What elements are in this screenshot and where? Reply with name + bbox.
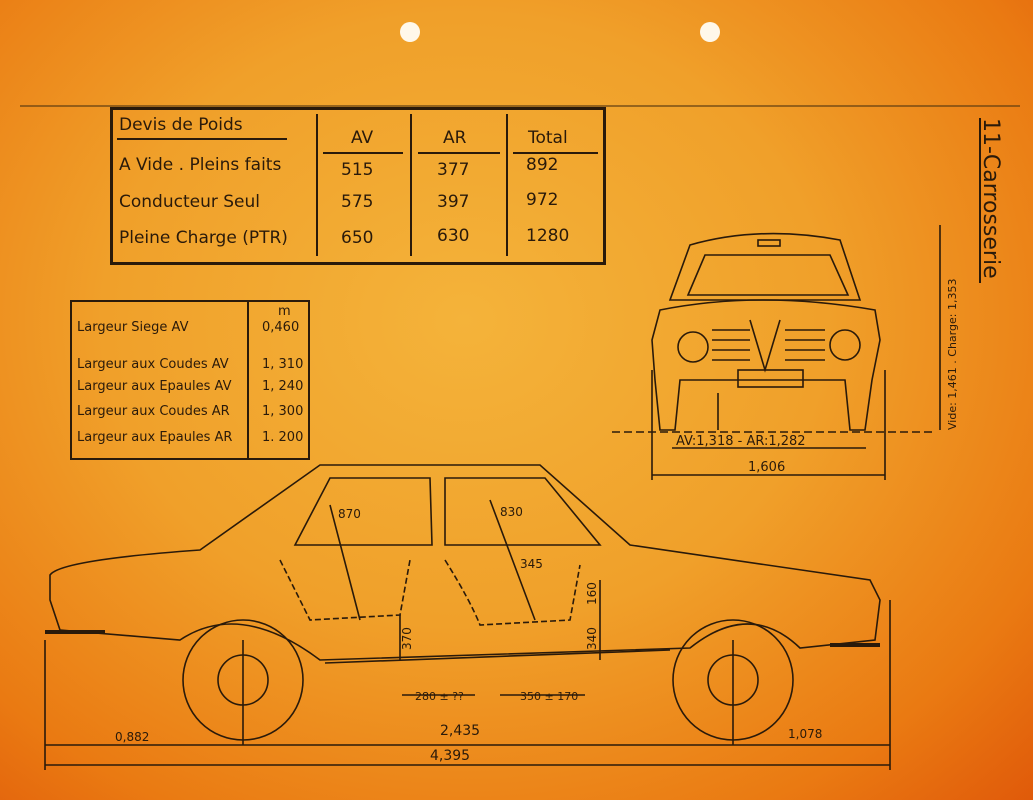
front-dimension-lines [651, 225, 941, 480]
front-seat-height: 370 [400, 627, 414, 650]
unit-label: m [278, 304, 291, 319]
row-label: Largeur aux Epaules AR [77, 430, 233, 445]
punch-hole [400, 22, 420, 42]
value-av: 515 [341, 160, 374, 180]
weight-table: Devis de Poids AV AR Total A Vide . Plei… [110, 107, 606, 265]
row-value: 1, 300 [262, 404, 304, 419]
col-av: AV [351, 128, 374, 148]
row-label: Pleine Charge (PTR) [119, 228, 288, 248]
value-total: 1280 [526, 226, 570, 246]
col-ar: AR [443, 128, 467, 148]
row-value: 1. 200 [262, 430, 304, 445]
height-dimension: Vide: 1,461 . Charge: 1,353 [946, 278, 959, 430]
value-ar: 397 [437, 192, 470, 212]
overall-width-dimension: 1,606 [748, 460, 786, 475]
row-label: Largeur Siege AV [77, 320, 189, 335]
value-ar: 630 [437, 226, 470, 246]
overall-length: 4,395 [430, 748, 471, 764]
row-label: Largeur aux Coudes AR [77, 404, 230, 419]
rear-overhang: 1,078 [788, 727, 823, 741]
front-adjust: 280 ± ?? [415, 690, 464, 703]
row-value: 1, 310 [262, 357, 304, 372]
value-av: 650 [341, 228, 374, 248]
wheelbase: 2,435 [440, 723, 481, 739]
front-headroom: 870 [338, 507, 361, 521]
value-ar: 377 [437, 160, 470, 180]
value-total: 892 [526, 155, 559, 175]
row-label: Largeur aux Epaules AV [77, 379, 232, 394]
rear-adjust: 350 ± 170 [520, 690, 579, 703]
weight-table-title: Devis de Poids [119, 115, 243, 135]
row-label: A Vide . Pleins faits [119, 155, 282, 175]
front-view-car [612, 232, 935, 433]
side-dimension-lines [44, 600, 891, 770]
rear-back-height: 160 [585, 582, 599, 605]
row-value: 1, 240 [262, 379, 304, 394]
rear-headroom: 830 [500, 505, 523, 519]
track-dimension: AV:1,318 - AR:1,282 [676, 434, 806, 449]
row-value: 0,460 [262, 320, 300, 335]
title-underline [979, 118, 981, 283]
side-view-car [45, 464, 881, 745]
value-av: 575 [341, 192, 374, 212]
row-label: Conducteur Seul [119, 192, 260, 212]
col-total: Total [528, 128, 568, 148]
punch-hole [700, 22, 720, 42]
value-total: 972 [526, 190, 559, 210]
rear-seat-height: 340 [585, 627, 599, 650]
width-table: m Largeur Siege AV 0,460 Largeur aux Cou… [70, 300, 310, 460]
border-line [20, 105, 1020, 107]
rear-seat-depth: 345 [520, 557, 543, 571]
front-overhang: 0,882 [115, 730, 150, 744]
row-label: Largeur aux Coudes AV [77, 357, 229, 372]
